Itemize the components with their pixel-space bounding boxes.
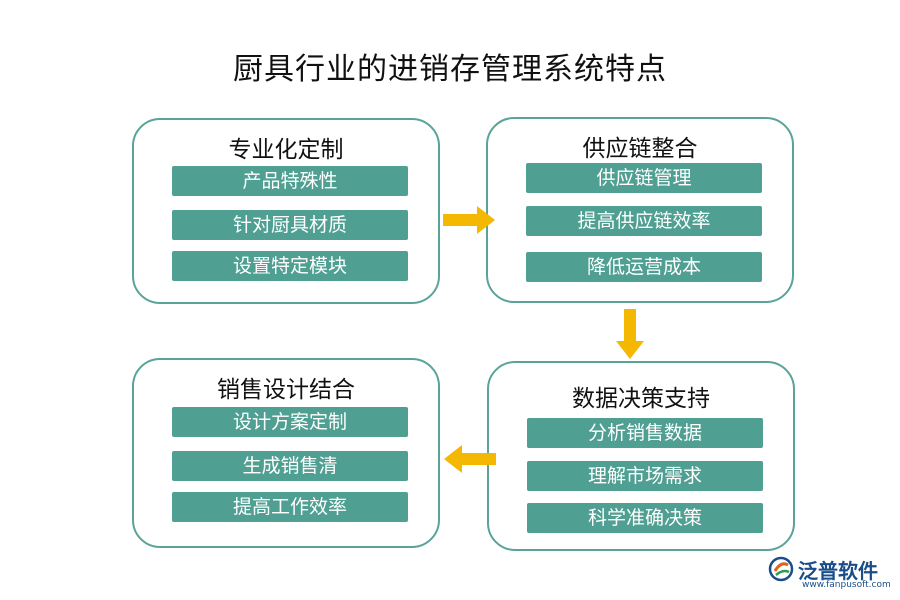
- fanpu-logo-icon: [768, 556, 794, 582]
- arrow-left-icon: [444, 445, 496, 473]
- feature-item: 降低运营成本: [526, 252, 762, 282]
- box-title: 数据决策支持: [572, 386, 710, 412]
- feature-item: 分析销售数据: [527, 418, 763, 448]
- box-title: 专业化定制: [228, 137, 344, 163]
- feature-item: 提高供应链效率: [526, 206, 762, 236]
- brand-logo: 泛普软件 www.fanpusoft.com: [768, 553, 891, 593]
- feature-item: 理解市场需求: [527, 461, 763, 491]
- arrow-right-icon: [443, 206, 495, 234]
- feature-item: 设计方案定制: [172, 407, 408, 437]
- feature-item: 针对厨具材质: [172, 210, 408, 240]
- logo-url: www.fanpusoft.com: [802, 580, 891, 590]
- feature-item: 提高工作效率: [172, 492, 408, 522]
- page-title: 厨具行业的进销存管理系统特点: [233, 52, 667, 87]
- feature-box-data-decision: 数据决策支持 分析销售数据 理解市场需求 科学准确决策: [487, 361, 795, 551]
- feature-box-supply-chain: 供应链整合 供应链管理 提高供应链效率 降低运营成本: [486, 117, 794, 303]
- feature-item: 生成销售清: [172, 451, 408, 481]
- arrow-down-icon: [616, 309, 644, 359]
- feature-item: 产品特殊性: [172, 166, 408, 196]
- feature-item: 供应链管理: [526, 163, 762, 193]
- feature-box-sales-design: 销售设计结合 设计方案定制 生成销售清 提高工作效率: [132, 358, 440, 548]
- feature-box-customization: 专业化定制 产品特殊性 针对厨具材质 设置特定模块: [132, 118, 440, 304]
- logo-name: 泛普软件: [798, 559, 878, 583]
- box-title: 销售设计结合: [217, 377, 355, 403]
- feature-item: 科学准确决策: [527, 503, 763, 533]
- box-title: 供应链整合: [582, 136, 698, 162]
- feature-item: 设置特定模块: [172, 251, 408, 281]
